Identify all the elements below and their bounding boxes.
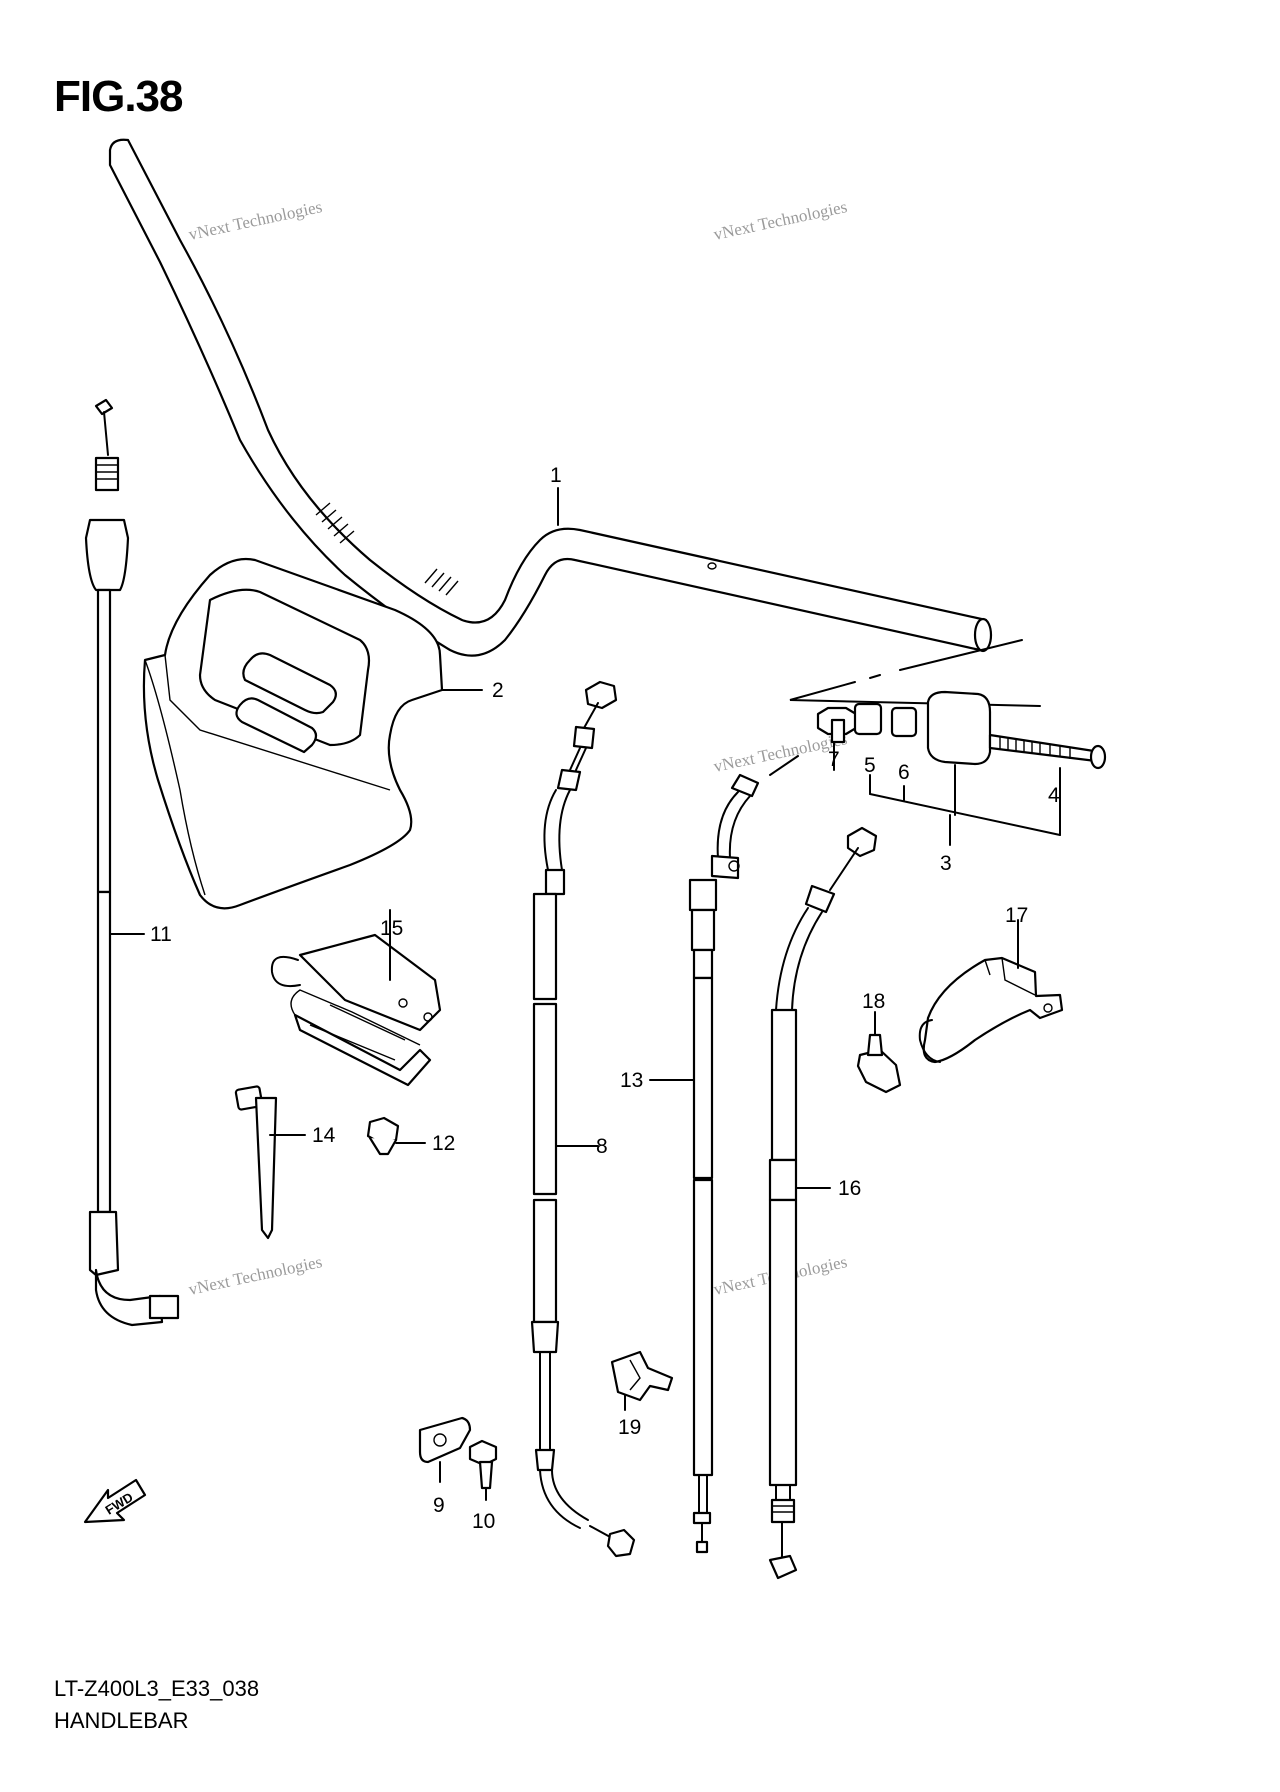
callout-13: 13 (620, 1069, 643, 1092)
callout-2: 2 (492, 679, 504, 702)
holder-15 (270, 909, 442, 1087)
figure-name: HANDLEBAR (54, 1708, 189, 1733)
clutch-cable (649, 755, 799, 1554)
callout-19: 19 (618, 1416, 641, 1439)
callout-1: 1 (550, 464, 562, 487)
callout-12: 12 (432, 1132, 455, 1155)
figure-title: FIG.38 (54, 72, 183, 121)
callout-6: 6 (898, 761, 910, 784)
callout-10: 10 (472, 1510, 495, 1533)
callout-9: 9 (433, 1494, 445, 1517)
throttle-cable (530, 680, 636, 1558)
callout-4: 4 (1048, 784, 1060, 807)
callout-11: 11 (150, 923, 172, 946)
handlebar (108, 138, 993, 657)
balancer-assembly (816, 690, 1107, 846)
fwd-arrow-icon: FWD (83, 1478, 147, 1524)
guide-bolt (468, 1439, 498, 1501)
callout-7: 7 (828, 748, 840, 771)
cable-tie (234, 1085, 306, 1240)
bracket-17 (918, 919, 1064, 1064)
callout-14: 14 (312, 1124, 336, 1147)
callout-17: 17 (1005, 904, 1028, 927)
callout-8: 8 (596, 1135, 608, 1158)
clamp-12 (366, 1116, 426, 1156)
callout-16: 16 (838, 1177, 861, 1200)
callout-3: 3 (940, 852, 952, 875)
speed-cable (84, 398, 180, 1327)
callout-18: 18 (862, 990, 885, 1013)
watermark-text: vNext Technologies (187, 1252, 324, 1299)
clamp-19 (610, 1350, 674, 1411)
callout-5: 5 (864, 754, 876, 777)
callout-15: 15 (380, 917, 403, 940)
clamp-18 (856, 1011, 902, 1094)
handlebar-cover (142, 557, 483, 910)
brake-cable (768, 826, 878, 1580)
watermark-text: vNext Technologies (712, 197, 849, 244)
watermark-text: vNext Technologies (187, 197, 324, 244)
cable-guide (418, 1416, 472, 1483)
figure-code: LT-Z400L3_E33_038 (54, 1676, 260, 1701)
